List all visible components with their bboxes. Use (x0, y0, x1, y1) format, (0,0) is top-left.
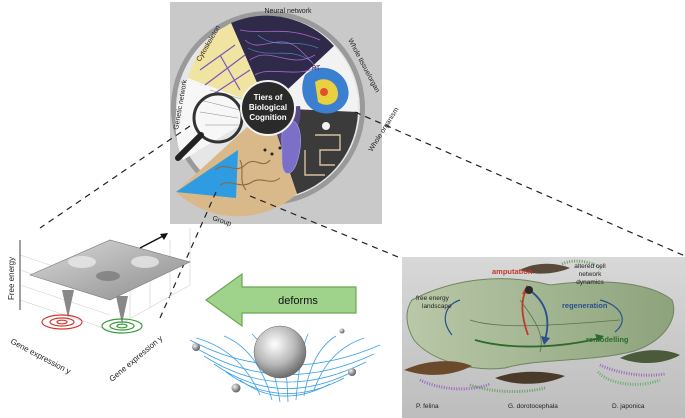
trajectory-arrow (139, 234, 166, 249)
label-remodelling: remodelling (586, 335, 629, 344)
x-axis-label-right: Gene expression y (108, 334, 165, 384)
deforms-arrow: deforms (204, 272, 357, 328)
energy-sheet (29, 239, 191, 301)
label-altered-2: network (579, 271, 603, 278)
green-contours (101, 318, 143, 334)
sector-group-blue (176, 150, 238, 198)
planaria-landscape (406, 278, 675, 370)
x-axis-label-left: Gene expression y (9, 337, 72, 376)
label-free-energy-1: free energy (416, 295, 450, 302)
worm-center (495, 371, 565, 384)
group-texture (214, 159, 281, 191)
label-neural-network: Neural network (264, 8, 312, 15)
deforms-label: deforms (278, 295, 318, 307)
center-line-3: Cognition (249, 113, 286, 122)
energy-landscape: Free energy Gene expression y Gene expre… (7, 228, 191, 384)
remodelling-arrow (474, 337, 601, 348)
red-contours (41, 314, 83, 330)
organism-planarian (281, 119, 301, 174)
worm-right (620, 350, 680, 364)
label-altered-3: dynamics (576, 279, 604, 286)
central-sphere (253, 325, 307, 379)
rt-label: RT (312, 66, 320, 72)
label-species-2: G. dorotocephala (508, 403, 558, 410)
label-species-1: P. felina (416, 403, 439, 410)
sector-cytoskeleton (188, 23, 268, 108)
label-species-3: D. japonica (612, 403, 645, 410)
center-line-2: Biological (249, 103, 287, 112)
small-balls (192, 328, 356, 393)
planaria-panel: amputation altered cell network dynamics… (402, 257, 685, 418)
regeneration-arrow (531, 291, 549, 341)
label-altered-1: altered cell (574, 263, 606, 270)
spacetime-grid (189, 333, 381, 403)
dashed-connectors (39, 111, 685, 319)
worm-top (520, 263, 570, 274)
label-free-energy-2: landscape (422, 303, 452, 310)
cognition-wheel: RT Tiers of B (170, 2, 401, 228)
worm-left (404, 361, 472, 375)
wheel-center (240, 80, 296, 136)
organism-maze (304, 134, 341, 176)
label-regeneration: regeneration (562, 301, 608, 310)
y-axis-label: Free energy (7, 257, 16, 300)
cytoskeleton-texture (199, 44, 251, 96)
sector-neural-network (231, 15, 334, 108)
center-line-1: Tiers of (254, 93, 283, 102)
label-amputation: amputation (492, 267, 533, 276)
deforms-arrow-shape (204, 272, 357, 328)
